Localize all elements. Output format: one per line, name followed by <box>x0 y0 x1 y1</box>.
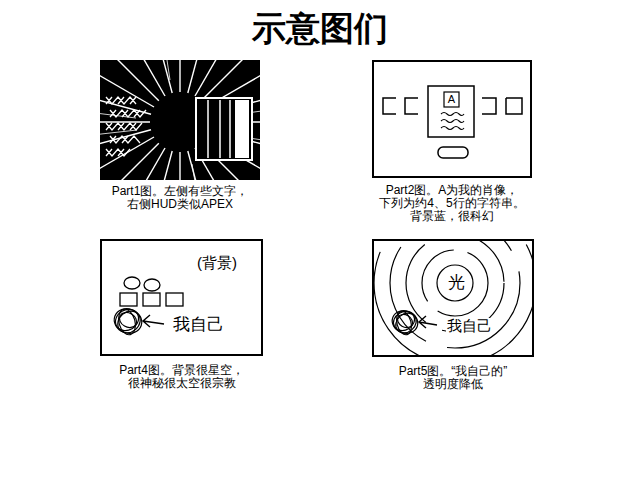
panel-frame <box>373 61 531 177</box>
title-wrap: 示意图们 <box>0 8 640 48</box>
sketch-panel: Part5图。“我自己的” 透明度降低 <box>373 240 533 391</box>
portrait-card <box>428 86 474 137</box>
label-holder: (背景) <box>184 252 250 274</box>
side-box <box>482 98 496 114</box>
label-holder: A <box>444 92 459 107</box>
panel-area <box>372 60 532 184</box>
side-box <box>405 98 418 114</box>
panel-2-art <box>373 61 531 177</box>
hud-sketch <box>196 98 252 160</box>
small-oval <box>124 277 140 289</box>
portrait-frame <box>444 92 459 107</box>
panel-caption: Part4图。背景很星空， 很神秘很太空很宗教 <box>102 364 262 390</box>
sketch-panel: Part2图。A为我的肖像， 下列为约4、5行的字符串。 背景蓝，很科幻 <box>372 60 532 223</box>
panel-area <box>100 60 260 185</box>
panel-frame <box>101 240 262 355</box>
panel-frame <box>373 240 533 356</box>
label-holder: 光 <box>445 272 467 294</box>
sketch-panel: Part1图。左侧有些文字， 右侧HUD类似APEX <box>100 60 260 211</box>
panel-area <box>101 240 262 364</box>
speed-lines <box>100 60 260 180</box>
panel-caption: Part2图。A为我的肖像， 下列为约4、5行的字符串。 背景蓝，很科幻 <box>372 184 532 223</box>
pointer-arrow <box>143 315 164 327</box>
side-box <box>506 98 522 114</box>
label-holder: 我自己 <box>440 315 498 337</box>
small-box <box>143 293 160 306</box>
pill-button <box>438 147 468 158</box>
small-oval <box>144 279 160 291</box>
small-box <box>166 293 183 306</box>
sketch-label: 我自己 <box>446 318 493 335</box>
sketch-label: 光 <box>447 274 466 293</box>
text-line <box>441 113 464 116</box>
pointer-arrow <box>419 316 437 328</box>
sketch-label: A <box>447 93 456 105</box>
text-line <box>441 120 464 123</box>
panel-caption: Part1图。左侧有些文字， 右侧HUD类似APEX <box>100 185 260 211</box>
scribble-text <box>106 97 146 156</box>
text-line <box>441 127 464 130</box>
light-rings <box>374 241 532 355</box>
label-holder: 我自己 <box>167 313 229 337</box>
small-box <box>120 293 137 306</box>
self-scribble <box>389 307 421 337</box>
panel-caption: Part5图。“我自己的” 透明度降低 <box>373 365 533 391</box>
sketch-label: 我自己 <box>172 316 225 335</box>
panel-area <box>373 240 533 365</box>
self-scribble <box>111 305 146 337</box>
panel-3-art <box>101 240 262 355</box>
sketch-label: (背景) <box>196 255 238 272</box>
panel-4-art <box>373 202 536 364</box>
page-title: 示意图们 <box>252 9 388 47</box>
side-box <box>383 98 396 114</box>
